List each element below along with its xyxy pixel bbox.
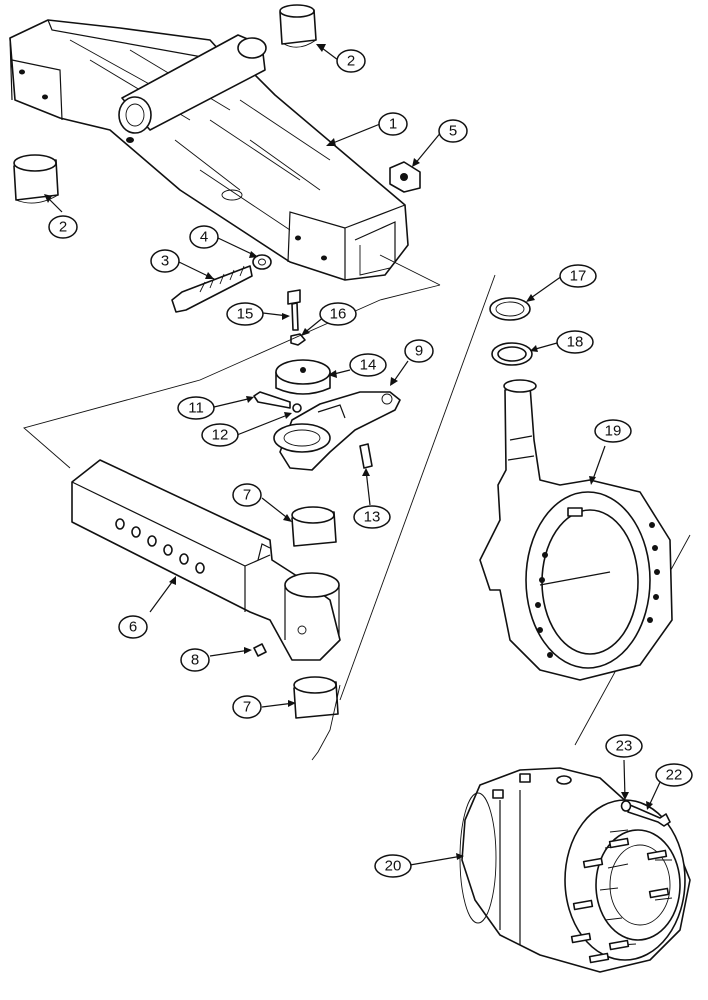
callout-label: 12: [212, 427, 229, 444]
callout-label: 17: [570, 268, 587, 285]
callout-3: 3: [150, 249, 180, 273]
washer-23: [620, 800, 632, 812]
nut-12: [292, 403, 302, 413]
nut-plate-5: [389, 161, 421, 193]
callout-label: 9: [415, 343, 423, 360]
spacer-14: [275, 359, 331, 395]
callout-label: 20: [385, 858, 402, 875]
callout-7-upper: 7: [232, 483, 262, 507]
callout-label: 16: [330, 306, 347, 323]
callout-11: 11: [177, 396, 215, 420]
callout-label: 5: [449, 123, 457, 140]
bushing-upper: [279, 4, 317, 48]
shim-17: [489, 297, 531, 321]
callout-5: 5: [438, 119, 468, 143]
callout-18: 18: [556, 330, 594, 354]
callout-4: 4: [189, 225, 219, 249]
callout-20: 20: [374, 854, 412, 878]
callout-13: 13: [353, 505, 391, 529]
callout-label: 19: [605, 423, 622, 440]
callout-label: 18: [567, 334, 584, 351]
bushing-left: [13, 154, 59, 204]
callout-1: 1: [378, 112, 408, 136]
washer-4: [252, 254, 272, 270]
callout-6: 6: [118, 615, 148, 639]
adjustment-holes: [115, 518, 205, 574]
axle-beam: [9, 19, 409, 281]
leader-arrowheads: [44, 44, 653, 860]
callout-19: 19: [594, 419, 632, 443]
spindle-housing-19: [479, 379, 673, 681]
callout-12: 12: [201, 423, 239, 447]
callout-label: 23: [616, 738, 633, 755]
bushing-7-upper: [291, 506, 337, 547]
callout-label: 1: [389, 116, 397, 133]
callout-label: 7: [243, 487, 251, 504]
wheel-studs: [570, 829, 673, 964]
callout-15: 15: [226, 302, 264, 326]
callout-label: 11: [188, 400, 204, 417]
callout-7-lower: 7: [232, 695, 262, 719]
callout-label: 2: [347, 53, 355, 70]
callout-label: 15: [237, 306, 254, 323]
callout-label: 2: [59, 219, 67, 236]
callout-2-left: 2: [48, 215, 78, 239]
extension-arm-6: [71, 459, 341, 661]
shim-18: [491, 342, 533, 366]
hub-assembly-20: [459, 767, 691, 973]
callout-22: 22: [655, 763, 693, 787]
callout-2-upper: 2: [336, 49, 366, 73]
callout-14: 14: [349, 353, 387, 377]
callout-label: 22: [666, 767, 683, 784]
bushing-7-lower: [293, 676, 339, 719]
bolt-3: [171, 265, 253, 313]
callout-16: 16: [319, 302, 357, 326]
callout-label: 14: [360, 357, 377, 374]
leader-lines: [45, 44, 662, 866]
callout-9: 9: [404, 339, 434, 363]
callout-23: 23: [605, 734, 643, 758]
pin-13: [359, 443, 373, 469]
callout-label: 6: [129, 619, 137, 636]
callout-17: 17: [559, 264, 597, 288]
callout-label: 7: [243, 699, 251, 716]
callout-label: 13: [364, 509, 381, 526]
callout-8: 8: [180, 648, 210, 672]
callout-label: 3: [161, 253, 169, 270]
nut-16: [290, 333, 306, 346]
housing-bolt-holes: [535, 522, 660, 658]
bolt-11: [253, 391, 291, 409]
callout-label: 8: [191, 652, 199, 669]
callout-label: 4: [200, 229, 208, 246]
steering-arm-9: [273, 391, 401, 471]
bolt-22: [627, 804, 671, 827]
bolt-15: [287, 289, 301, 331]
grease-fitting-8: [253, 643, 267, 657]
